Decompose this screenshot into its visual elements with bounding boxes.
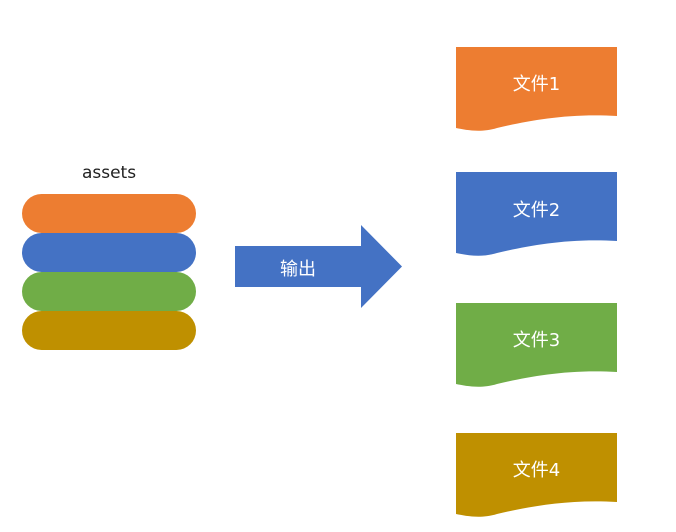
file-1-shape (456, 47, 617, 131)
layer-gold (22, 311, 196, 350)
file-4-shape (456, 433, 617, 517)
file-4-label: 文件4 (512, 460, 561, 481)
layer-green (22, 272, 196, 311)
file-3-shape (456, 303, 617, 387)
output-arrow (235, 225, 402, 308)
file-2-label: 文件2 (512, 200, 561, 221)
arrow-label: 输出 (280, 259, 316, 280)
file-3-label: 文件3 (512, 330, 561, 351)
layer-orange (22, 194, 196, 233)
assets-label: assets (81, 163, 137, 183)
output-files (456, 47, 617, 517)
layer-blue (22, 233, 196, 272)
file-2-shape (456, 172, 617, 256)
file-1-label: 文件1 (512, 74, 561, 95)
assets-stack (22, 194, 196, 350)
